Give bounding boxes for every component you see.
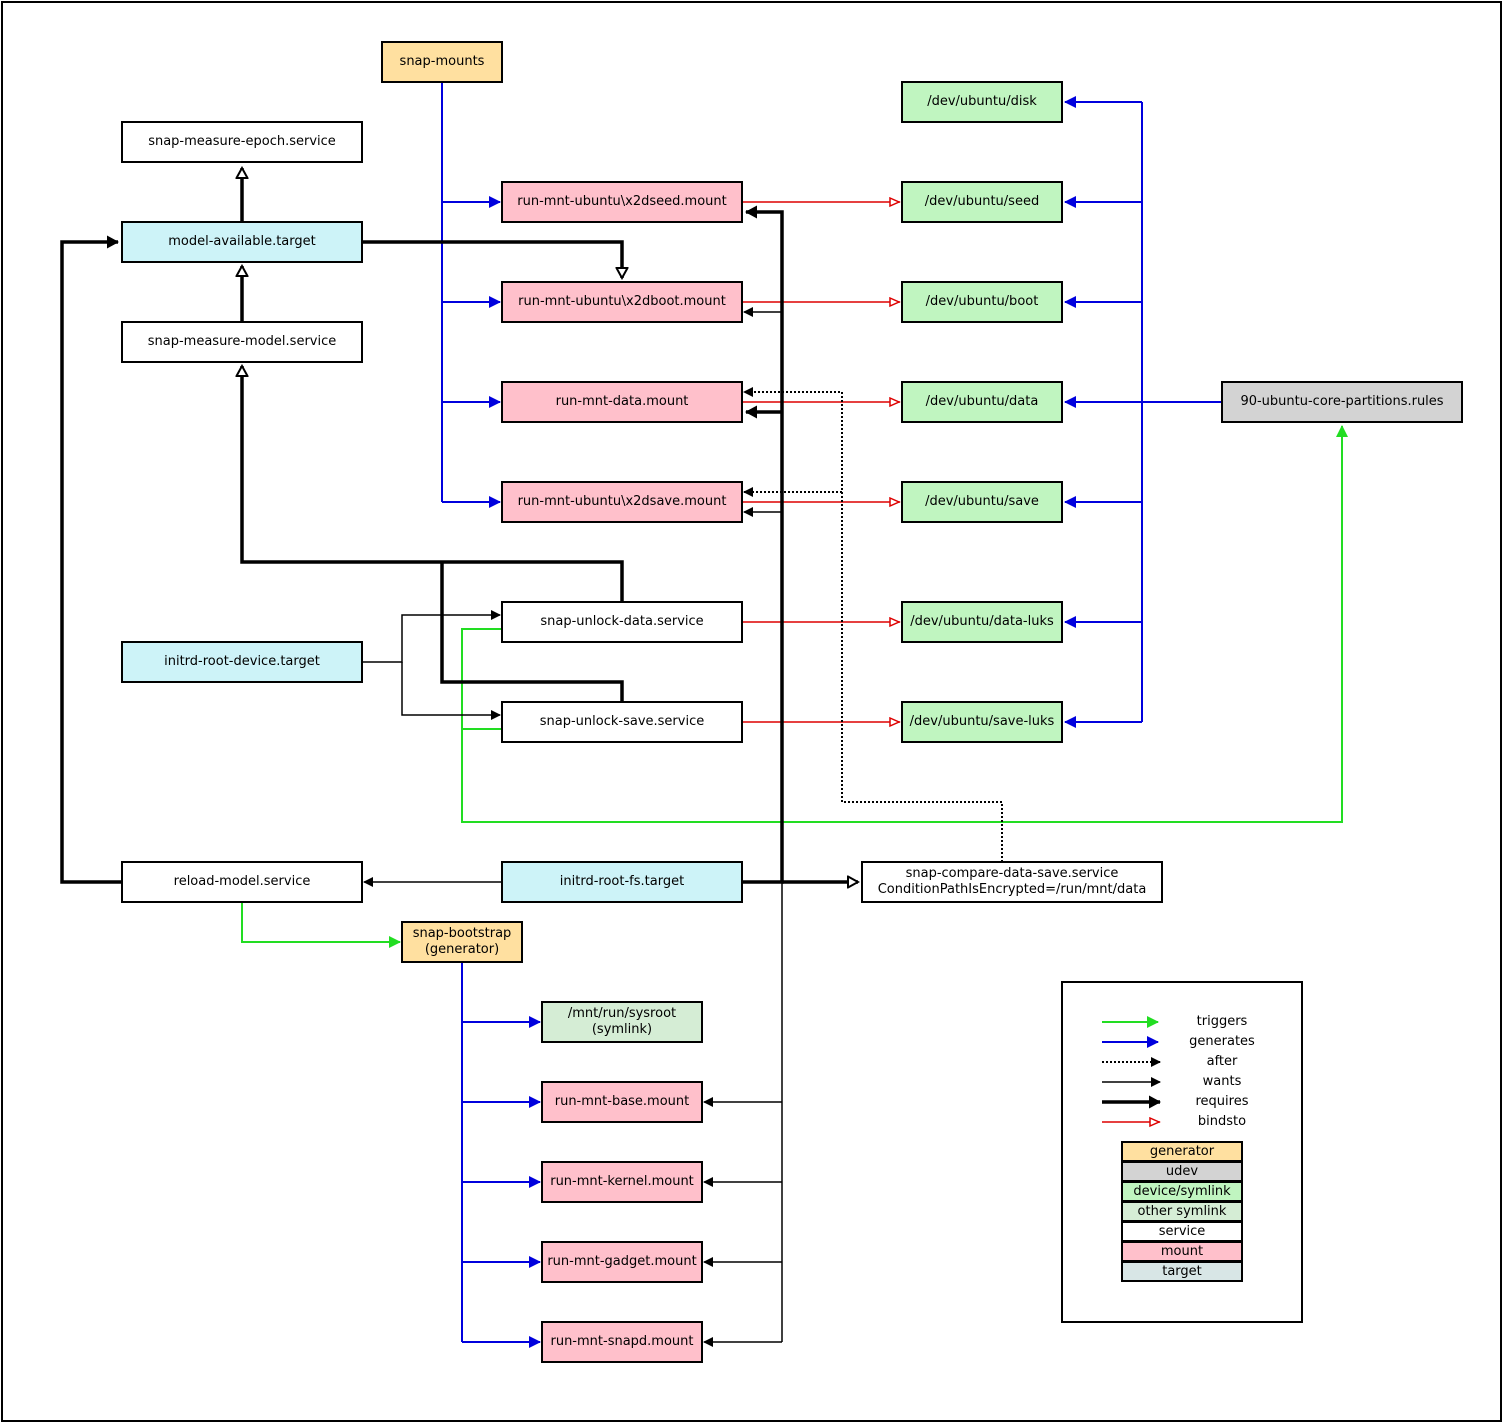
legend-swatch-mount: mount	[1121, 1241, 1243, 1262]
legend	[1061, 981, 1303, 1323]
node-label: initrd-root-fs.target	[559, 874, 685, 889]
node-label: snap-measure-model.service	[147, 334, 337, 349]
node-mnt-kernel: run-mnt-kernel.mount	[541, 1161, 703, 1203]
node-label: run-mnt-snapd.mount	[550, 1334, 694, 1349]
legend-lines	[1102, 1016, 1161, 1122]
node-label: /dev/ubuntu/disk	[927, 94, 1037, 109]
node-mnt-snapd: run-mnt-snapd.mount	[541, 1321, 703, 1363]
node-label: snap-measure-epoch.service	[148, 134, 336, 149]
node-dev-save-luks: /dev/ubuntu/save-luks	[901, 701, 1063, 743]
node-unlock-data: snap-unlock-data.service	[501, 601, 743, 643]
edges-triggers	[241, 425, 1348, 948]
node-model-available: model-available.target	[121, 221, 363, 263]
legend-label-wants: wants	[1202, 1074, 1242, 1089]
node-label: snap-unlock-data.service	[540, 614, 704, 629]
legend-swatch-other-symlink: other symlink	[1121, 1201, 1243, 1222]
node-label-line2: (generator)	[424, 942, 500, 957]
node-mnt-data: run-mnt-data.mount	[501, 381, 743, 423]
node-dev-save: /dev/ubuntu/save	[901, 481, 1063, 523]
node-label: model-available.target	[168, 234, 316, 249]
legend-swatch-target: target	[1121, 1261, 1243, 1282]
edges-generates-bootstrap	[461, 962, 541, 1348]
node-sysroot-symlink: /mnt/run/sysroot (symlink)	[541, 1001, 703, 1043]
node-dev-data: /dev/ubuntu/data	[901, 381, 1063, 423]
node-label: run-mnt-gadget.mount	[547, 1254, 697, 1269]
node-dev-data-luks: /dev/ubuntu/data-luks	[901, 601, 1063, 643]
node-label: /dev/ubuntu/data-luks	[910, 614, 1054, 629]
node-dev-disk: /dev/ubuntu/disk	[901, 81, 1063, 123]
node-label: run-mnt-ubuntu\x2dsave.mount	[517, 494, 727, 509]
node-label: snap-mounts	[399, 54, 485, 69]
node-mnt-base: run-mnt-base.mount	[541, 1081, 703, 1123]
node-label: /dev/ubuntu/save	[925, 494, 1039, 509]
legend-label-triggers: triggers	[1196, 1014, 1248, 1029]
node-label: run-mnt-data.mount	[555, 394, 689, 409]
node-initrd-root-fs: initrd-root-fs.target	[501, 861, 743, 903]
node-dev-seed: /dev/ubuntu/seed	[901, 181, 1063, 223]
node-label-line1: snap-bootstrap	[412, 926, 512, 941]
node-mnt-boot: run-mnt-ubuntu\x2dboot.mount	[501, 281, 743, 323]
node-unlock-save: snap-unlock-save.service	[501, 701, 743, 743]
node-dev-boot: /dev/ubuntu/boot	[901, 281, 1063, 323]
node-label: 90-ubuntu-core-partitions.rules	[1240, 394, 1444, 409]
node-label: snap-unlock-save.service	[539, 714, 705, 729]
node-initrd-root-device: initrd-root-device.target	[121, 641, 363, 683]
node-label-line2: (symlink)	[591, 1022, 653, 1037]
edges-bindsto	[742, 202, 900, 722]
edges-generates-udev	[1064, 96, 1222, 728]
node-reload-model: reload-model.service	[121, 861, 363, 903]
legend-swatch-service: service	[1121, 1221, 1243, 1242]
node-label: /dev/ubuntu/data	[925, 394, 1039, 409]
legend-label-requires: requires	[1195, 1094, 1249, 1109]
edges-after	[743, 387, 1003, 862]
node-label: run-mnt-ubuntu\x2dseed.mount	[517, 194, 727, 209]
edges-wants	[362, 307, 783, 1347]
node-label: run-mnt-kernel.mount	[550, 1174, 694, 1189]
node-label: /dev/ubuntu/save-luks	[909, 714, 1055, 729]
edges-requires	[60, 168, 858, 882]
legend-swatch-generator: generator	[1121, 1141, 1243, 1162]
legend-label-generates: generates	[1189, 1034, 1255, 1049]
node-label: run-mnt-ubuntu\x2dboot.mount	[518, 294, 726, 309]
node-label-line2: ConditionPathIsEncrypted=/run/mnt/data	[877, 882, 1147, 897]
node-label: /dev/ubuntu/seed	[924, 194, 1040, 209]
edges-generates-snap-mounts	[441, 82, 501, 508]
node-mnt-save: run-mnt-ubuntu\x2dsave.mount	[501, 481, 743, 523]
legend-swatch-device-symlink: device/symlink	[1121, 1181, 1243, 1202]
node-label: reload-model.service	[173, 874, 311, 889]
node-mnt-seed: run-mnt-ubuntu\x2dseed.mount	[501, 181, 743, 223]
node-label: /dev/ubuntu/boot	[925, 294, 1039, 309]
node-label: run-mnt-base.mount	[554, 1094, 690, 1109]
node-snap-bootstrap: snap-bootstrap (generator)	[401, 921, 523, 963]
legend-label-after: after	[1206, 1054, 1238, 1069]
node-label-line1: /mnt/run/sysroot	[567, 1006, 677, 1021]
node-label-line1: snap-compare-data-save.service	[905, 866, 1119, 881]
node-snap-measure-epoch: snap-measure-epoch.service	[121, 121, 363, 163]
legend-swatch-udev: udev	[1121, 1161, 1243, 1182]
node-udev-rules: 90-ubuntu-core-partitions.rules	[1221, 381, 1463, 423]
node-mnt-gadget: run-mnt-gadget.mount	[541, 1241, 703, 1283]
legend-label-bindsto: bindsto	[1197, 1114, 1247, 1129]
node-snap-measure-model: snap-measure-model.service	[121, 321, 363, 363]
node-snap-mounts: snap-mounts	[381, 41, 503, 83]
node-snap-compare-data-save: snap-compare-data-save.service Condition…	[861, 861, 1163, 903]
node-label: initrd-root-device.target	[164, 654, 320, 669]
